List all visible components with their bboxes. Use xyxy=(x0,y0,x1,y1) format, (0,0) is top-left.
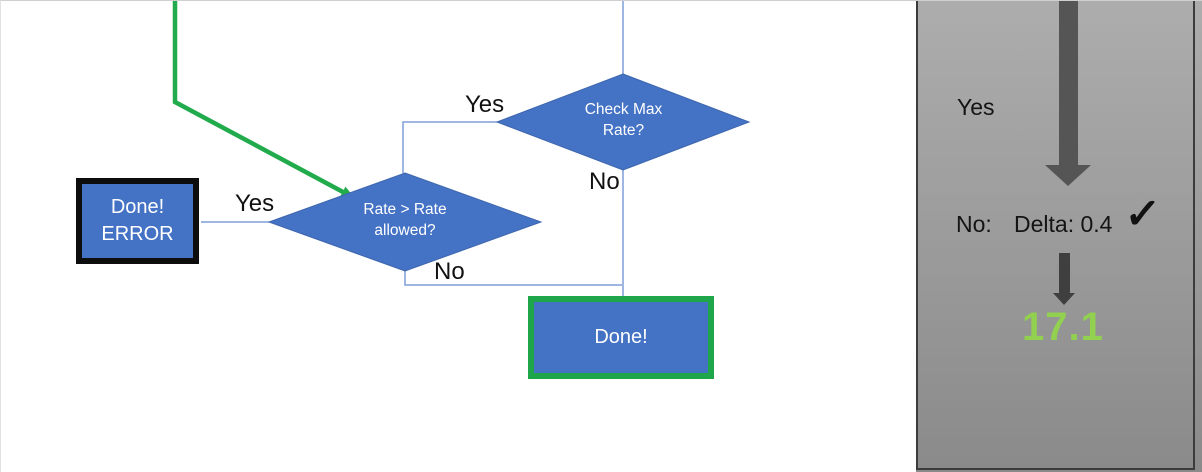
down-arrow-top-shaft xyxy=(1059,1,1078,165)
branch-label-rate-no: No xyxy=(434,258,465,285)
panel-yes-label: Yes xyxy=(957,94,995,120)
done-box-label: Done! xyxy=(594,326,648,348)
connector-lines xyxy=(201,1,624,296)
branch-label-check-max-no: No xyxy=(589,168,620,195)
branch-label-rate-yes: Yes xyxy=(235,190,275,217)
panel-delta-value: Delta: 0.4 xyxy=(1014,211,1113,237)
green-path-line xyxy=(172,1,345,194)
down-arrow-top-icon xyxy=(1045,165,1091,186)
done-error-line2: ERROR xyxy=(101,223,174,245)
side-panel-frame xyxy=(916,1,1195,470)
result-value: 17.1 xyxy=(1022,305,1104,349)
checkmark-icon: ✓ xyxy=(1123,190,1162,237)
decision-check-max-rate-label: Check Max Rate? xyxy=(548,100,699,142)
decision-check-max-rate-diamond[interactable] xyxy=(495,73,751,171)
decision-check-max-rate-line2: Rate? xyxy=(602,121,645,139)
decision-rate-allowed-line2: allowed? xyxy=(374,221,436,239)
done-error-box[interactable]: Done! ERROR xyxy=(76,178,199,264)
down-arrow-bottom-shaft xyxy=(1059,253,1070,293)
decision-rate-allowed-diamond[interactable] xyxy=(267,172,543,272)
done-error-line1: Done! xyxy=(110,196,165,218)
done-box[interactable]: Done! xyxy=(528,296,714,379)
down-arrow-bottom-icon xyxy=(1053,293,1075,305)
decision-rate-allowed-label: Rate > Rate allowed? xyxy=(330,200,480,242)
decision-check-max-rate-line1: Check Max xyxy=(584,101,663,118)
decision-rate-allowed-line1: Rate > Rate xyxy=(363,201,447,218)
panel-no-label: No: xyxy=(956,211,992,237)
branch-label-check-max-yes: Yes xyxy=(465,91,505,118)
